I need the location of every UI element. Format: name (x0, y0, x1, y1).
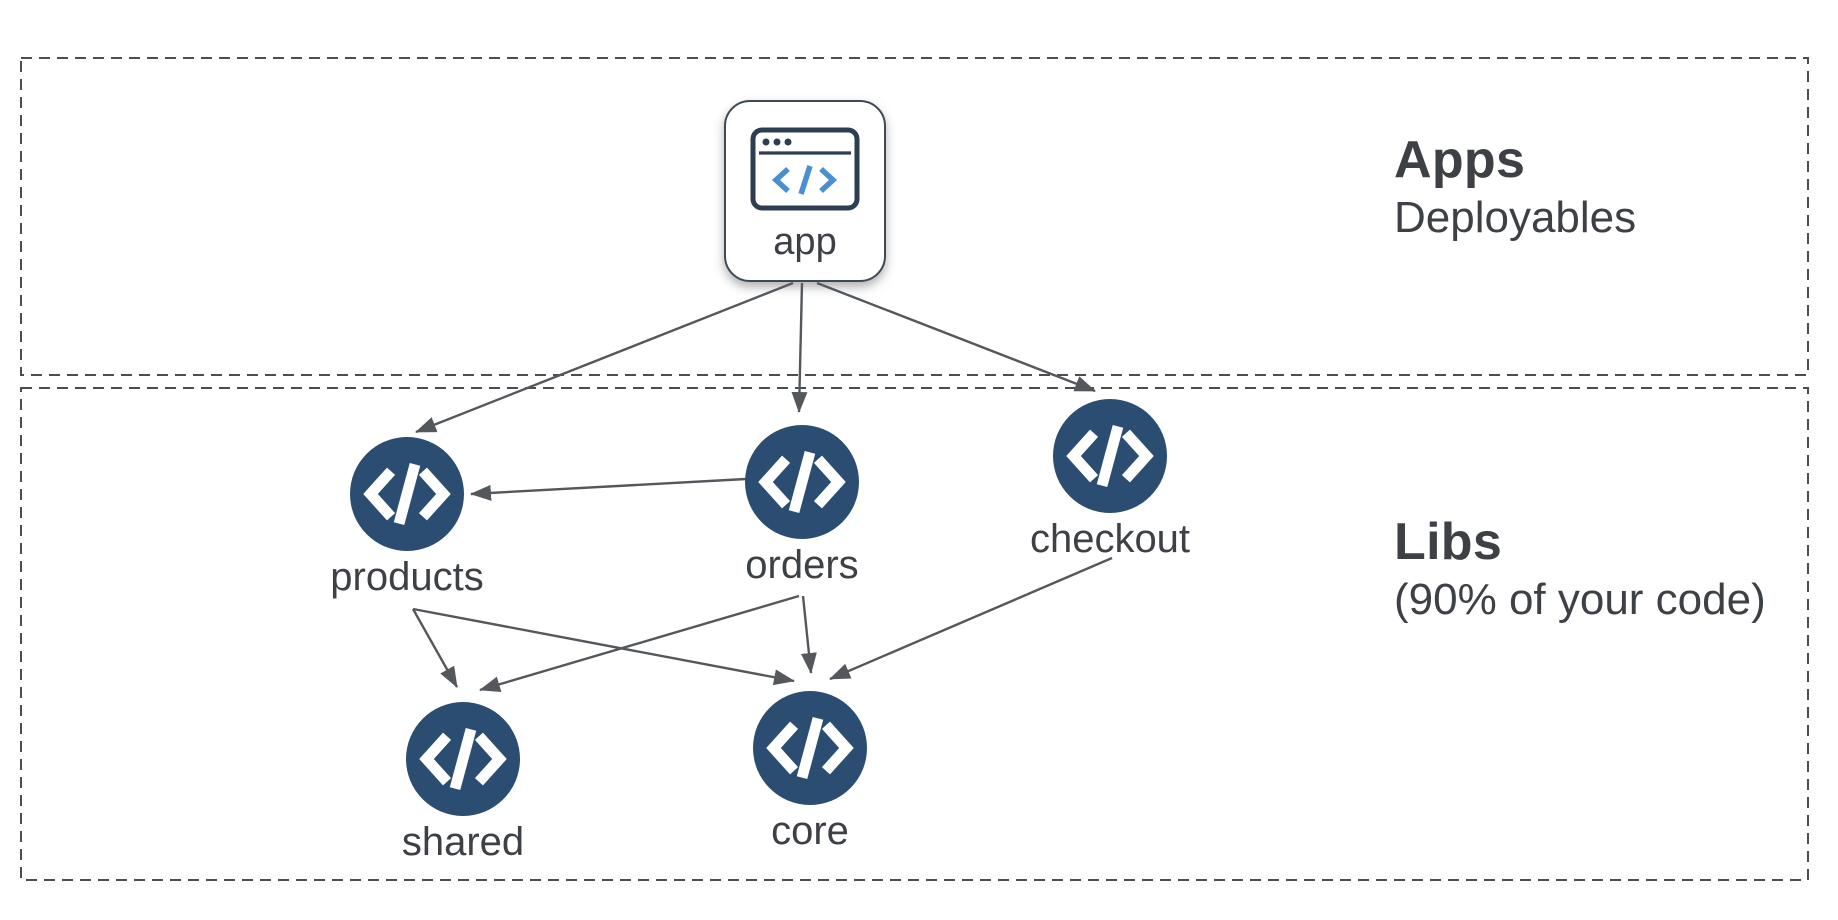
edge-app-checkout (816, 281, 1096, 393)
section-box-apps (20, 57, 1809, 376)
lib-node-products: products (330, 437, 484, 599)
node-label-shared: shared (401, 820, 525, 864)
node-label-app: app (773, 221, 837, 263)
browser-window-icon (750, 127, 860, 211)
node-label-core: core (771, 809, 849, 853)
code-icon (406, 702, 520, 816)
edge-products-core (412, 607, 795, 686)
apps-section-title: Apps (1394, 131, 1526, 189)
apps-section-subtitle: Deployables (1394, 193, 1637, 243)
edge-orders-shared (479, 594, 800, 693)
lib-node-checkout: checkout (1030, 399, 1190, 561)
lib-node-orders: orders (745, 425, 859, 587)
code-icon (1053, 399, 1167, 513)
node-label-orders: orders (745, 543, 859, 587)
edge-app-orders (791, 282, 808, 413)
libs-section-label: Libs (90% of your code) (1394, 513, 1766, 626)
lib-node-core: core (753, 691, 867, 853)
app-node: app (724, 100, 886, 282)
lib-node-shared: shared (402, 702, 524, 864)
edge-orders-products (470, 477, 747, 501)
node-label-checkout: checkout (1029, 517, 1191, 561)
node-label-products: products (330, 555, 484, 599)
apps-section-label: Apps Deployables (1394, 131, 1636, 244)
edge-app-products (415, 281, 794, 434)
section-box-libs (20, 387, 1809, 881)
edge-products-shared (411, 608, 459, 688)
code-icon (350, 437, 464, 551)
libs-section-title: Libs (1394, 513, 1503, 571)
code-icon (753, 691, 867, 805)
edge-orders-core (800, 595, 817, 674)
libs-section-subtitle: (90% of your code) (1394, 575, 1766, 625)
code-icon (745, 425, 859, 539)
edge-checkout-core (829, 556, 1113, 681)
